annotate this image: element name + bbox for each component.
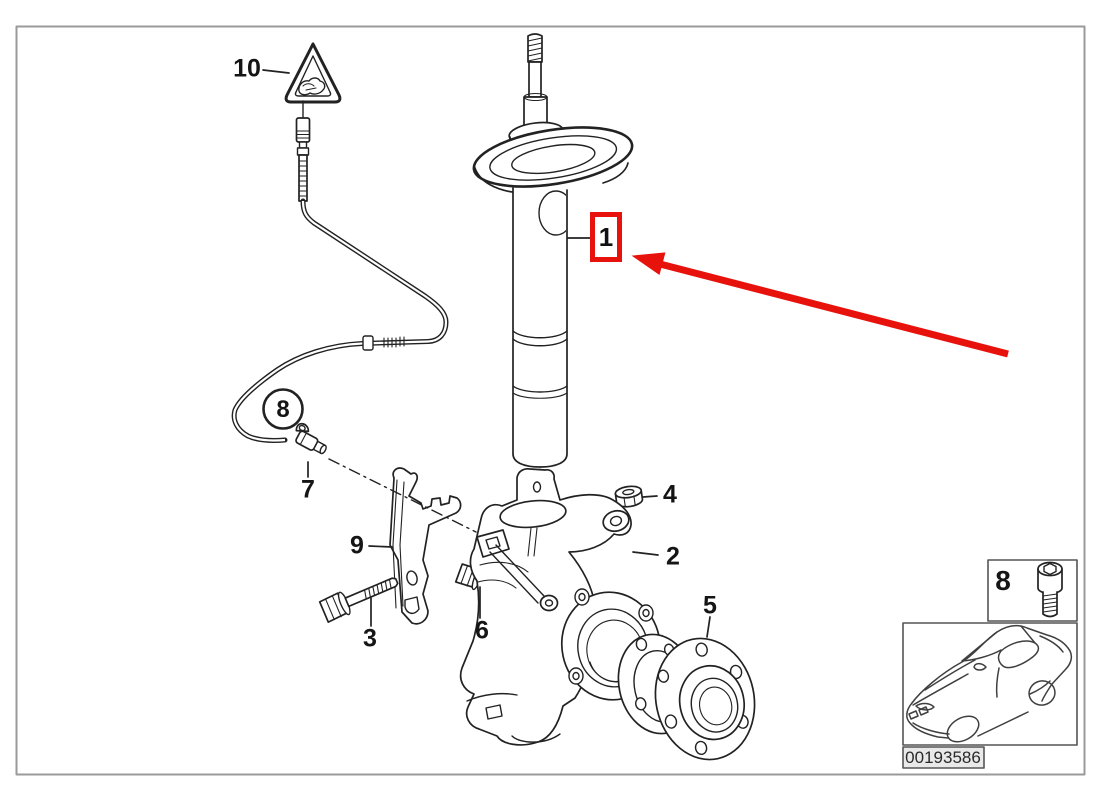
callout-2: 2 (666, 542, 680, 571)
car-inset-box (902, 622, 1078, 746)
callout-7: 7 (301, 475, 315, 504)
abs-sensor (295, 422, 327, 455)
callout-1-highlight-box: 1 (590, 212, 622, 262)
red-arrow-icon (631, 252, 1009, 358)
leader-lines (262, 69, 711, 638)
wheel-hub-bearing (654, 637, 756, 761)
sensor-axis-line (328, 458, 477, 533)
sensor-cable (231, 100, 449, 443)
callout-6: 6 (475, 616, 489, 645)
inset-callout-8: 8 (995, 565, 1011, 596)
callout-9: 9 (350, 531, 364, 560)
callout-4: 4 (663, 480, 677, 509)
spring-strut (472, 33, 634, 517)
long-hex-bolt (318, 577, 399, 623)
callout-8: 8 (276, 396, 290, 423)
callout-10: 10 (233, 54, 261, 83)
hex-nut (614, 485, 644, 508)
part-number: 00193586 (905, 748, 981, 767)
callout-1: 1 (598, 221, 614, 252)
part-number-box (902, 746, 985, 769)
callout-3: 3 (363, 624, 377, 653)
car-outline-icon (906, 624, 1073, 743)
callout-circle-8 (262, 388, 304, 430)
callout-5: 5 (703, 591, 717, 620)
cable-bracket (389, 467, 462, 625)
screw-inset-box (987, 559, 1078, 622)
crush-hazard-warning-triangle-icon (284, 42, 342, 104)
socket-head-screw-icon (1037, 561, 1063, 618)
page-frame (15, 25, 1086, 776)
